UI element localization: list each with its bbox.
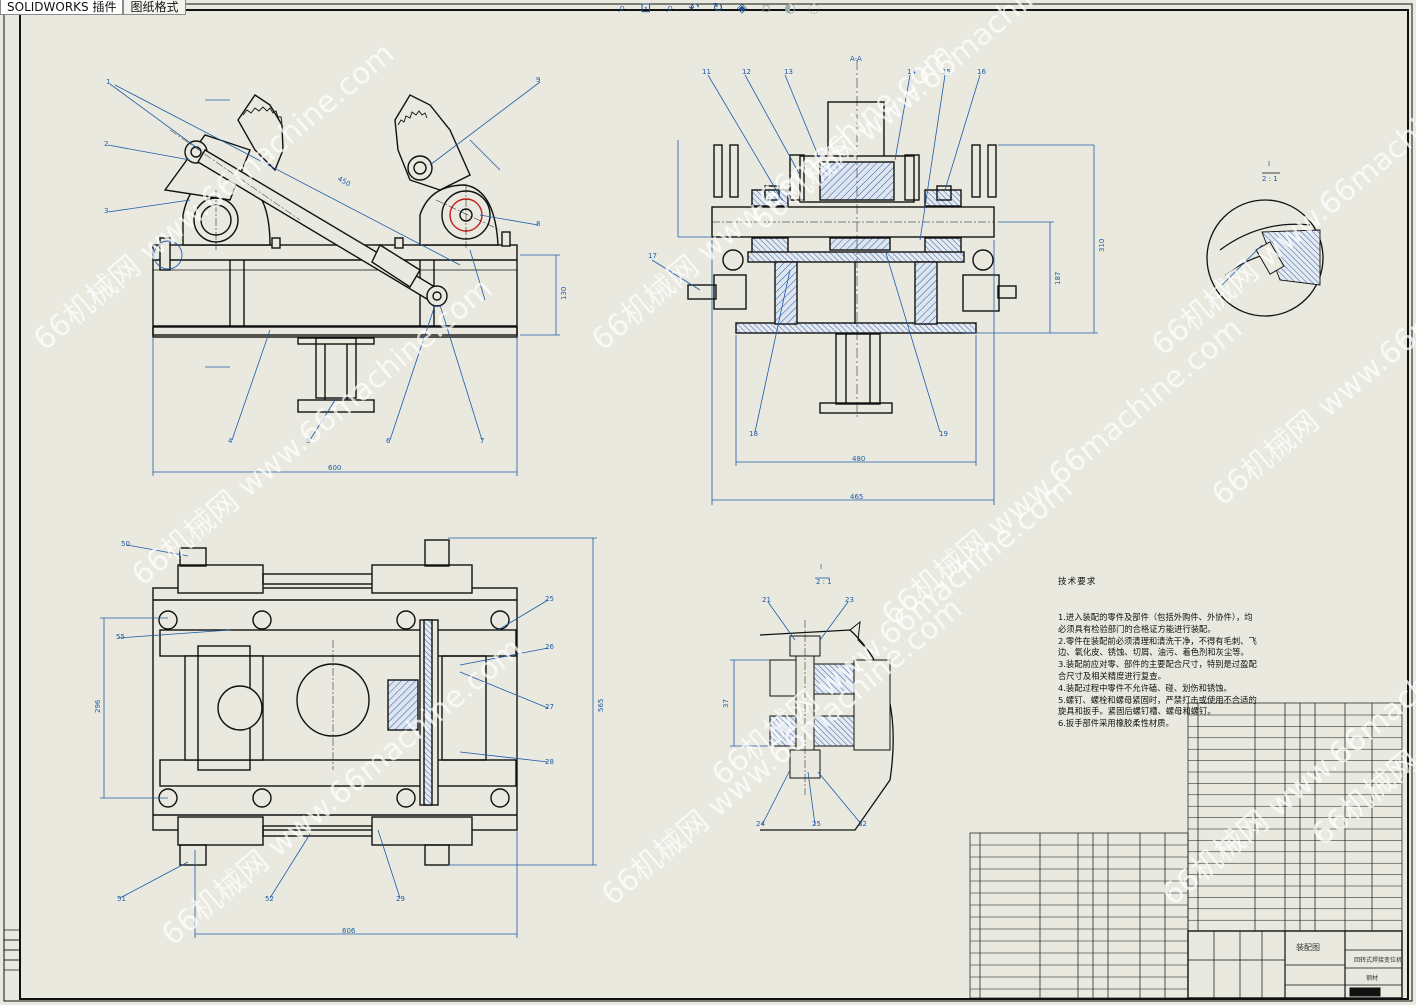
dimension-text[interactable]: 296 <box>94 699 102 713</box>
technical-requirement-line: 3.装配前应对零、部件的主要配合尺寸，特别是过盈配 <box>1058 659 1257 670</box>
dimension-text[interactable]: 600 <box>328 464 342 472</box>
zoom-area-icon[interactable]: ⊡ <box>640 1 652 16</box>
tab-solidworks-addins[interactable]: SOLIDWORKS 插件 <box>0 0 124 15</box>
dimension-text[interactable]: 130 <box>560 286 568 300</box>
balloon-label[interactable]: 4 <box>228 437 233 445</box>
side-section-view <box>687 60 1017 420</box>
technical-requirement-line: 旋具和扳手。紧固后螺钉槽、螺母和螺钉。 <box>1058 706 1216 717</box>
balloon-label[interactable]: 29 <box>396 895 405 903</box>
balloon-label[interactable]: 3 <box>104 207 109 215</box>
balloon-label[interactable]: 28 <box>545 758 554 766</box>
balloon-label[interactable]: 1 <box>106 78 111 86</box>
balloon-label[interactable]: 7 <box>480 437 485 445</box>
rotate-view-icon[interactable]: ↻ <box>712 1 724 16</box>
technical-requirement-line: 合尺寸及相关精度进行复查。 <box>1058 670 1166 681</box>
hide-show-icon[interactable]: ▫ <box>761 1 771 16</box>
dimension-text[interactable]: 606 <box>342 927 356 935</box>
dimension-text[interactable]: A-A <box>850 55 862 63</box>
balloon-label[interactable]: 55 <box>116 633 125 641</box>
dimension-text[interactable]: 310 <box>1098 238 1106 252</box>
balloon-label[interactable]: 2 <box>104 140 109 148</box>
zoom-fit-icon[interactable]: ⌕ <box>618 1 626 16</box>
title-block-drawing: 回转式焊接变位机 <box>1354 957 1403 964</box>
balloon-label[interactable]: 13 <box>784 68 793 76</box>
technical-requirements-title: 技术要求 <box>1058 576 1097 587</box>
dimension-text[interactable]: 465 <box>850 493 864 501</box>
bom-table-lower <box>969 832 1189 999</box>
balloon-label[interactable]: 14 <box>907 68 916 76</box>
balloon-label[interactable]: 15 <box>942 68 951 76</box>
scene-icon[interactable]: ◌ <box>808 1 820 16</box>
balloon-label[interactable]: 25 <box>545 595 554 603</box>
dimension-text[interactable]: 37 <box>722 699 730 708</box>
revision-boxes <box>3 929 21 971</box>
technical-requirement-line: 5.螺钉、螺栓和螺母紧固时，严禁打击或使用不合适的 <box>1058 694 1257 705</box>
technical-requirement-line: 6.扳手部件采用橡胶柔性材质。 <box>1058 718 1174 729</box>
heads-up-view-toolbar: ⌕ ⊡ ⌕ ↶ ↻ ◈ ▫ ◐ ◌ <box>612 0 824 20</box>
appearance-icon[interactable]: ◐ <box>784 1 796 16</box>
balloon-label[interactable]: 17 <box>648 252 657 260</box>
dimension-text[interactable]: 2 : 1 <box>1262 175 1278 183</box>
balloon-label[interactable]: 6 <box>386 437 391 445</box>
top-view-leaders <box>100 537 597 938</box>
detail-view-i-upper <box>1206 172 1324 317</box>
technical-requirement-line: 边、氧化皮、锈蚀、切屑、油污、着色剂和灰尘等。 <box>1058 647 1249 658</box>
balloon-label[interactable]: 9 <box>536 76 541 84</box>
title-block-material: 钢材 <box>1366 975 1379 982</box>
tab-bar: SOLIDWORKS 插件图纸格式 <box>0 0 186 16</box>
balloon-label[interactable]: 50 <box>121 540 130 548</box>
balloon-label[interactable]: 27 <box>545 703 554 711</box>
balloon-label[interactable]: 22 <box>858 820 867 828</box>
title-block <box>1187 930 1403 999</box>
balloon-label[interactable]: 52 <box>265 895 274 903</box>
technical-requirements: 技术要求 1.进入装配的零件及部件（包括外购件、外协件），均必须具有检验部门的合… <box>1058 553 1257 742</box>
balloon-label[interactable]: 12 <box>742 68 751 76</box>
display-style-icon[interactable]: ◈ <box>737 1 747 16</box>
balloon-label[interactable]: 11 <box>702 68 711 76</box>
technical-requirement-line: 4.装配过程中零件不允许磕、碰、划伤和锈蚀。 <box>1058 682 1232 693</box>
balloon-label[interactable]: 8 <box>536 220 541 228</box>
balloon-label[interactable]: 21 <box>762 596 771 604</box>
technical-requirement-line: 1.进入装配的零件及部件（包括外购件、外协件），均 <box>1058 611 1253 622</box>
dimension-text[interactable]: 565 <box>597 698 605 712</box>
front-view-leaders <box>107 81 560 476</box>
balloon-label[interactable]: 51 <box>117 895 126 903</box>
technical-requirement-line: 2.零件在装配前必须清理和清洗干净，不得有毛刺、飞 <box>1058 635 1257 646</box>
balloon-label[interactable]: 23 <box>845 596 854 604</box>
balloon-label[interactable]: 5 <box>306 437 311 445</box>
balloon-label[interactable]: 19 <box>939 430 948 438</box>
balloon-label[interactable]: 18 <box>749 430 758 438</box>
dimension-text[interactable]: I <box>820 563 823 571</box>
side-view-leaders <box>651 74 1098 505</box>
tab-sheet-format[interactable]: 图纸格式 <box>123 0 186 15</box>
dimension-text[interactable]: 2 : 1 <box>816 578 832 586</box>
zoom-in-out-icon[interactable]: ⌕ <box>666 1 674 16</box>
title-block-name: 装配图 <box>1296 943 1320 952</box>
balloon-label[interactable]: 24 <box>756 820 765 828</box>
bom-table-upper <box>1187 702 1403 932</box>
technical-requirement-line: 必须具有检验部门的合格证方能进行装配。 <box>1058 623 1216 634</box>
dimension-text[interactable]: I <box>1268 160 1271 168</box>
dimension-text[interactable]: 480 <box>852 455 866 463</box>
balloon-label[interactable]: 26 <box>545 643 554 651</box>
balloon-label[interactable]: 16 <box>977 68 986 76</box>
detail-view-i-lower <box>730 577 894 831</box>
top-view <box>152 539 518 866</box>
dimension-text[interactable]: 187 <box>1054 271 1062 285</box>
front-view <box>152 94 518 413</box>
previous-view-icon[interactable]: ↶ <box>688 1 700 16</box>
balloon-label[interactable]: 25 <box>812 820 821 828</box>
